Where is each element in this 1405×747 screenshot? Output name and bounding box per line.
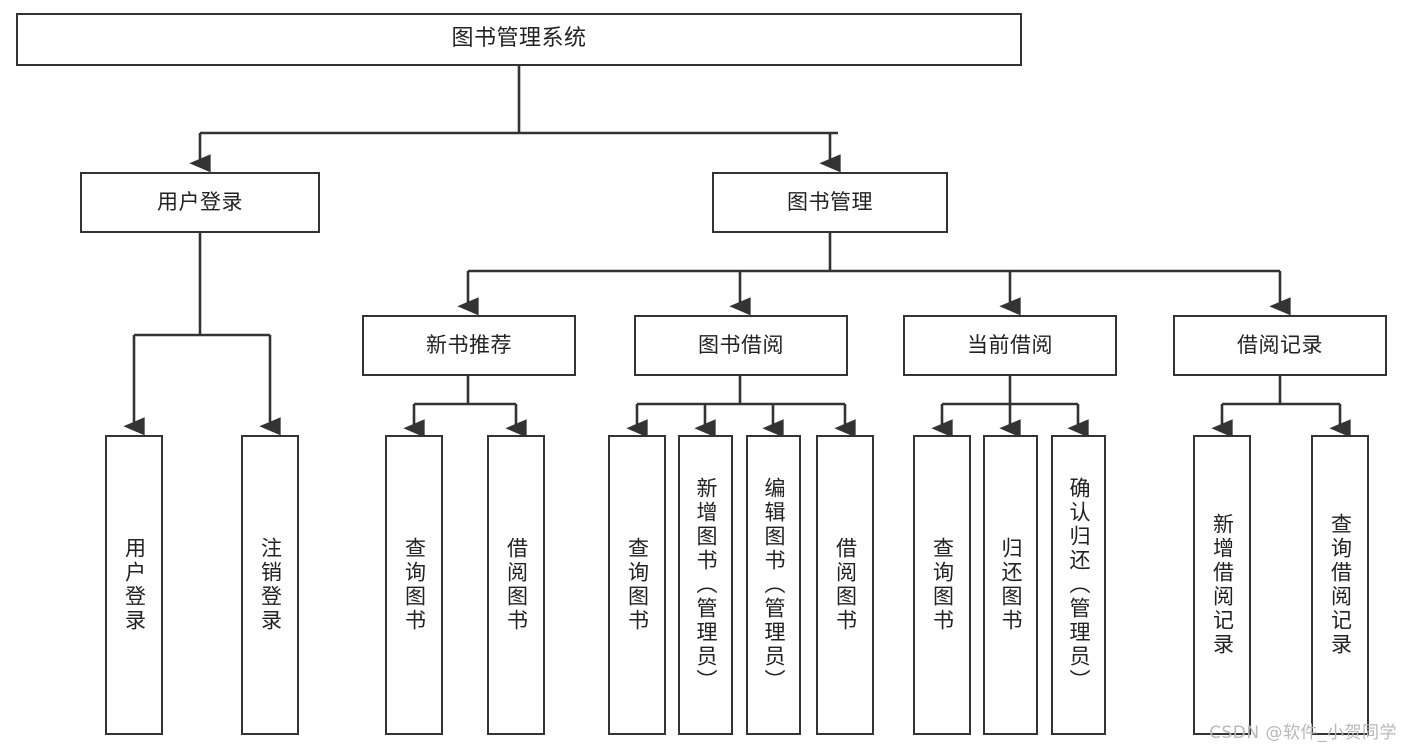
node-leaf-user-login[interactable]: 用户登录 — [105, 435, 163, 735]
node-leaf-borrow-book-1[interactable]: 借阅图书 — [487, 435, 545, 735]
node-book-borrow-label: 图书借阅 — [698, 332, 784, 357]
node-leaf-return-book-label: 归还图书 — [999, 537, 1023, 633]
node-leaf-query-book-3-label: 查询图书 — [930, 537, 955, 633]
node-leaf-borrow-book-2[interactable]: 借阅图书 — [816, 435, 874, 735]
node-current-borrow-label: 当前借阅 — [967, 332, 1053, 357]
node-root[interactable]: 图书管理系统 — [16, 13, 1022, 66]
node-leaf-query-record-label: 查询借阅记录 — [1328, 513, 1353, 657]
watermark-text: CSDN @软件_小贺同学 — [1209, 723, 1397, 743]
node-leaf-borrow-book-1-label: 借阅图书 — [504, 537, 529, 633]
node-leaf-edit-book-label: 编辑图书（管理员） — [762, 477, 786, 693]
node-leaf-add-record[interactable]: 新增借阅记录 — [1193, 435, 1251, 735]
node-leaf-return-book[interactable]: 归还图书 — [983, 435, 1038, 735]
node-borrow-record-label: 借阅记录 — [1237, 332, 1323, 357]
node-book-management-label: 图书管理 — [787, 189, 873, 214]
node-leaf-confirm-return-label: 确认归还（管理员） — [1067, 477, 1091, 693]
node-current-borrow[interactable]: 当前借阅 — [903, 315, 1117, 376]
node-user-login-label: 用户登录 — [157, 189, 243, 214]
node-root-label: 图书管理系统 — [451, 26, 587, 52]
node-leaf-add-book[interactable]: 新增图书（管理员） — [678, 435, 733, 735]
node-new-book-recommend[interactable]: 新书推荐 — [362, 315, 576, 376]
node-borrow-record[interactable]: 借阅记录 — [1173, 315, 1387, 376]
node-leaf-query-book-1[interactable]: 查询图书 — [385, 435, 443, 735]
node-book-management[interactable]: 图书管理 — [712, 172, 948, 233]
node-new-book-recommend-label: 新书推荐 — [426, 332, 512, 357]
node-leaf-user-logout-label: 注销登录 — [258, 537, 283, 633]
node-leaf-query-record[interactable]: 查询借阅记录 — [1311, 435, 1369, 735]
node-leaf-query-book-2-label: 查询图书 — [625, 537, 650, 633]
node-leaf-query-book-2[interactable]: 查询图书 — [608, 435, 666, 735]
node-leaf-confirm-return[interactable]: 确认归还（管理员） — [1051, 435, 1106, 735]
node-book-borrow[interactable]: 图书借阅 — [634, 315, 848, 376]
node-leaf-query-book-1-label: 查询图书 — [402, 537, 427, 633]
node-user-login[interactable]: 用户登录 — [80, 172, 320, 233]
node-leaf-user-login-label: 用户登录 — [122, 537, 147, 633]
node-leaf-query-book-3[interactable]: 查询图书 — [913, 435, 971, 735]
node-leaf-user-logout[interactable]: 注销登录 — [241, 435, 299, 735]
node-leaf-add-book-label: 新增图书（管理员） — [694, 477, 718, 693]
node-leaf-borrow-book-2-label: 借阅图书 — [833, 537, 858, 633]
node-leaf-add-record-label: 新增借阅记录 — [1210, 513, 1235, 657]
node-leaf-edit-book[interactable]: 编辑图书（管理员） — [746, 435, 801, 735]
